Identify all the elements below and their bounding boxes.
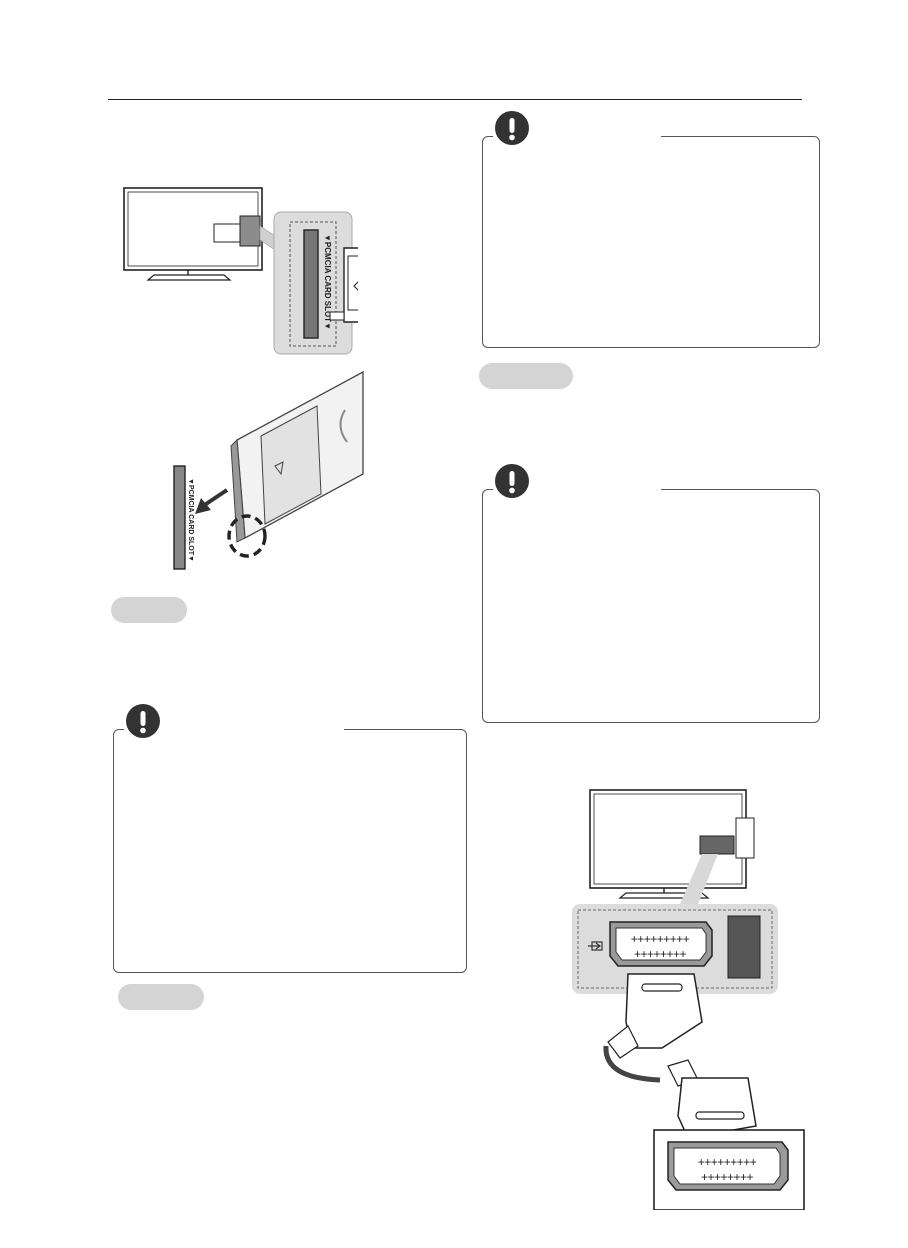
note-box-right-middle [482,488,820,723]
svg-text:++++++++: ++++++++ [701,1170,754,1184]
ci-module-card [329,247,358,323]
svg-text:++++++++: ++++++++ [634,947,687,961]
note-pill-right [479,363,573,389]
external-device-scart: +++++++++ ++++++++ [653,1129,805,1210]
highlight-circle [227,514,267,558]
page-header-rule [108,99,802,100]
ci-module-insertion-figure: ▼PCMCIA CARD SLOT▼ [173,370,364,570]
scart-plug-top [607,973,703,1059]
note-pill-left [111,597,187,623]
scart-cable [603,1045,661,1083]
note-box-left [113,728,467,973]
arrow-icon [195,498,211,514]
slot-closeup: ▼PCMCIA CARD SLOT▼ [273,211,353,355]
pcmcia-slot-label-2: ▼PCMCIA CARD SLOT▼ [187,478,194,562]
svg-text:+++++++++: +++++++++ [698,1155,757,1169]
pcmcia-slot-bar: ▼PCMCIA CARD SLOT▼ [173,465,194,570]
note-box-right-top [482,135,820,348]
scart-panel-closeup: +++++++++ ++++++++ [572,904,778,994]
pcmcia-slot-figure: ▼PCMCIA CARD SLOT▼ [123,187,358,355]
pcmcia-slot-label: ▼PCMCIA CARD SLOT▼ [323,234,332,330]
scart-plug-bottom [667,1059,757,1139]
svg-text:+++++++++: +++++++++ [631,932,690,946]
scart-input-icon [588,941,603,951]
caution-icon [495,111,529,145]
caution-icon [495,464,529,498]
ci-module [230,370,364,543]
caution-icon [126,704,160,738]
note-pill-left-2 [118,984,204,1010]
tv-rear-outline [123,187,263,281]
scart-connection-figure: +++++++++ ++++++++ +++++++++ ++++++++ [572,789,805,1210]
tv-rear-outline-2 [589,789,755,899]
